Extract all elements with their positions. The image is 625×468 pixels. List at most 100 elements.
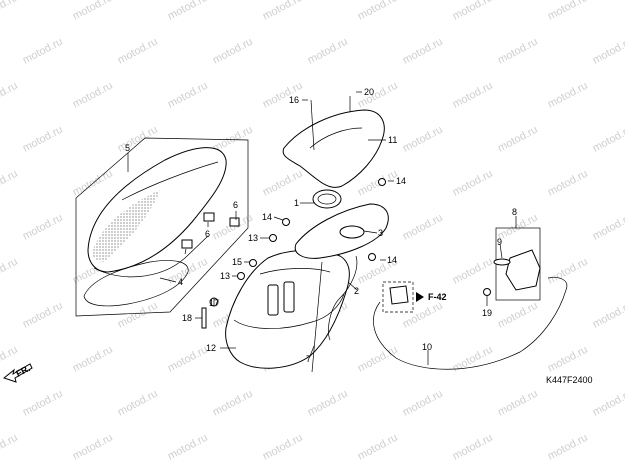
watermark-text: motod.ru bbox=[591, 36, 625, 67]
fasteners bbox=[237, 178, 386, 280]
watermark-text: motod.ru bbox=[116, 388, 160, 419]
bolt-14a bbox=[282, 218, 290, 226]
callout-11: 11 bbox=[388, 135, 397, 145]
seat-seal bbox=[83, 260, 189, 307]
box-inner bbox=[259, 268, 331, 275]
callout-16: 16 bbox=[289, 95, 299, 105]
leader-lines bbox=[127, 91, 517, 365]
callout-13a: 13 bbox=[248, 233, 258, 243]
watermark-text: motod.ru bbox=[116, 300, 160, 331]
pin-18 bbox=[201, 307, 207, 329]
bolt-16 bbox=[310, 99, 315, 151]
bolt-13b bbox=[237, 272, 245, 280]
watermark-text: motod.ru bbox=[71, 0, 115, 23]
grip-11 bbox=[282, 109, 385, 188]
callout-6b: 6 bbox=[205, 229, 210, 239]
watermark-text: motod.ru bbox=[21, 124, 65, 155]
watermark-text: motod.ru bbox=[451, 432, 495, 463]
watermark-text: motod.ru bbox=[261, 0, 305, 23]
luggage-box bbox=[201, 249, 350, 373]
connector-frame bbox=[382, 281, 414, 313]
watermark-text: motod.ru bbox=[401, 212, 445, 243]
seat-base bbox=[93, 235, 209, 278]
box-rib-a bbox=[267, 284, 279, 316]
spring-9 bbox=[493, 258, 511, 266]
watermark-text: motod.ru bbox=[116, 124, 160, 155]
connector bbox=[389, 285, 409, 305]
watermark-text: motod.ru bbox=[451, 344, 495, 375]
watermark-text: motod.ru bbox=[21, 388, 65, 419]
watermark-text: motod.ru bbox=[166, 432, 210, 463]
reference-label: F-42 bbox=[428, 292, 447, 302]
watermark-text: motod.ru bbox=[71, 432, 115, 463]
ring-1-inner bbox=[317, 193, 337, 205]
seat-shading bbox=[92, 190, 160, 262]
callout-3: 3 bbox=[378, 228, 383, 238]
watermark-text: motod.ru bbox=[496, 388, 540, 419]
seat-frame bbox=[75, 137, 249, 317]
watermark-text: motod.ru bbox=[71, 344, 115, 375]
callout-15: 15 bbox=[232, 257, 242, 267]
watermark-text: motod.ru bbox=[21, 300, 65, 331]
cable-2 bbox=[328, 255, 358, 341]
lid-hole bbox=[339, 225, 365, 239]
watermark-text: motod.ru bbox=[211, 388, 255, 419]
callout-20: 20 bbox=[364, 87, 374, 97]
luggage-box-rim bbox=[233, 293, 345, 329]
watermark-text: motod.ru bbox=[546, 344, 590, 375]
watermark-text: motod.ru bbox=[356, 432, 400, 463]
watermark-text: motod.ru bbox=[356, 344, 400, 375]
watermark-text: motod.ru bbox=[166, 0, 210, 23]
watermark-text: motod.ru bbox=[71, 80, 115, 111]
rubber-6b bbox=[181, 239, 193, 249]
cable-7 bbox=[311, 261, 323, 373]
rubber-6a bbox=[203, 212, 215, 222]
watermark-text: motod.ru bbox=[0, 80, 20, 111]
watermark-text: motod.ru bbox=[591, 388, 625, 419]
bolt-19 bbox=[483, 288, 491, 296]
watermark-text: motod.ru bbox=[546, 168, 590, 199]
watermark-text: motod.ru bbox=[356, 80, 400, 111]
cable-10 bbox=[373, 277, 568, 370]
watermark-text: motod.ru bbox=[496, 124, 540, 155]
watermark-text: motod.ru bbox=[356, 0, 400, 23]
callouts: 1 2 3 4 5 6 6 7 8 9 10 11 12 13 13 14 14… bbox=[125, 87, 517, 364]
rubber-6c bbox=[229, 217, 240, 227]
watermark-text: motod.ru bbox=[116, 36, 160, 67]
watermark-text: motod.ru bbox=[401, 300, 445, 331]
watermark-text: motod.ru bbox=[261, 168, 305, 199]
callout-10: 10 bbox=[422, 342, 432, 352]
nut-15 bbox=[249, 259, 257, 267]
watermark-text: motod.ru bbox=[401, 124, 445, 155]
watermark-text: motod.ru bbox=[21, 36, 65, 67]
watermark-text: motod.ru bbox=[546, 0, 590, 23]
watermark-text: motod.ru bbox=[306, 36, 350, 67]
watermark-text: motod.ru bbox=[356, 168, 400, 199]
watermark-text: motod.ru bbox=[591, 124, 625, 155]
watermark-text: motod.ru bbox=[591, 300, 625, 331]
latch-8 bbox=[505, 249, 541, 291]
grip-inner bbox=[309, 127, 363, 149]
watermark-text: motod.ru bbox=[546, 432, 590, 463]
watermark-text: motod.ru bbox=[0, 432, 20, 463]
watermark-text: motod.ru bbox=[591, 212, 625, 243]
callout-9: 9 bbox=[497, 237, 502, 247]
front-arrow-icon bbox=[2, 363, 33, 383]
rear-grip bbox=[282, 96, 385, 188]
watermark-text: motod.ru bbox=[166, 80, 210, 111]
callout-17: 17 bbox=[209, 298, 219, 308]
watermark-text: motod.ru bbox=[0, 168, 20, 199]
watermark-text: motod.ru bbox=[496, 36, 540, 67]
callout-7: 7 bbox=[306, 354, 311, 364]
callout-2: 2 bbox=[354, 286, 359, 296]
callout-14b: 14 bbox=[387, 255, 397, 265]
watermark-text: motod.ru bbox=[451, 256, 495, 287]
ring-1 bbox=[312, 189, 342, 209]
watermark-text: motod.ru bbox=[451, 168, 495, 199]
callout-4: 4 bbox=[178, 277, 183, 287]
watermark-text: motod.ru bbox=[401, 388, 445, 419]
callout-8: 8 bbox=[512, 207, 517, 217]
watermark-text: motod.ru bbox=[306, 388, 350, 419]
callout-14a: 14 bbox=[262, 212, 272, 222]
callout-18: 18 bbox=[182, 313, 192, 323]
